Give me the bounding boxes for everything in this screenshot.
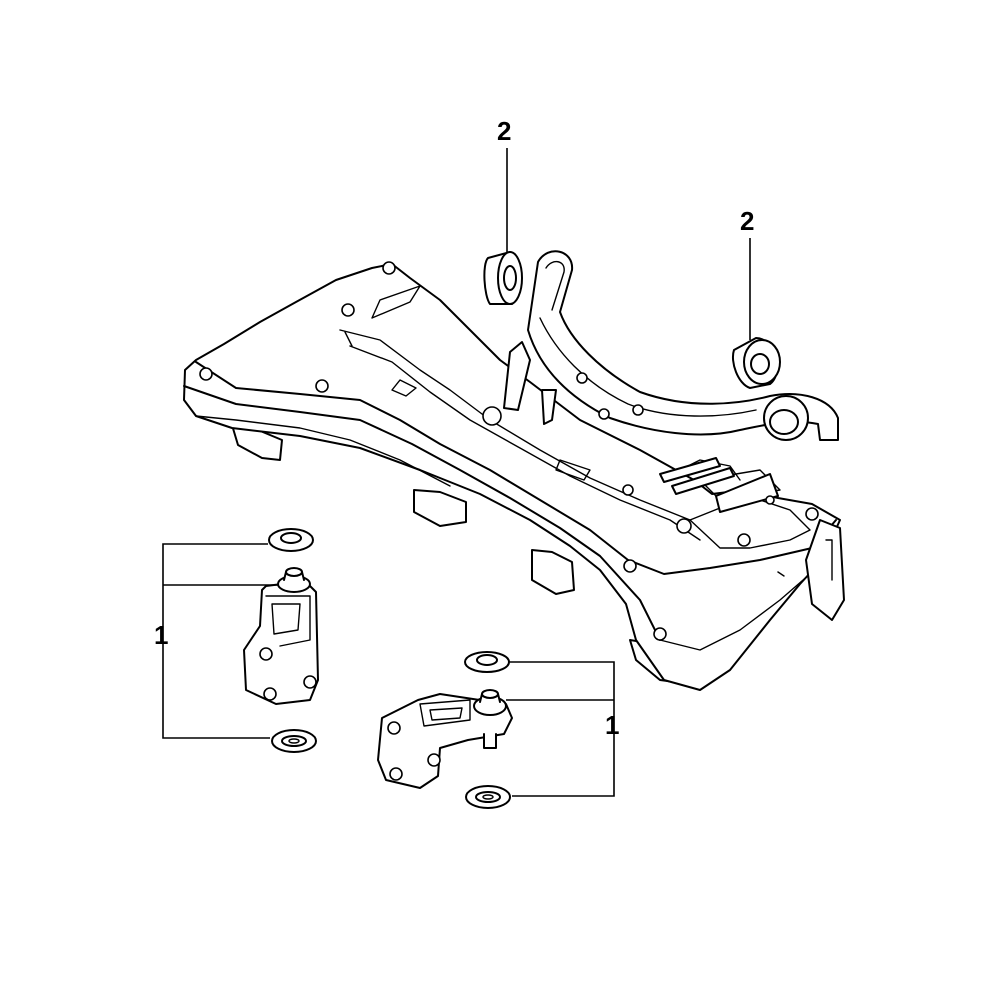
bushing-2-center [483,251,523,305]
trailing-arm [503,250,839,441]
subframe [183,261,845,691]
bushing-2-right [732,337,781,389]
leader-lines [162,148,751,797]
link-rods [659,457,779,513]
callout-label-2-center: 2 [497,116,512,146]
mount-assembly-right [377,651,513,809]
callout-label-1-right: 1 [605,710,620,740]
mount-assembly-left [243,528,319,753]
callout-label-2-right: 2 [740,206,755,236]
callout-label-1-left: 1 [154,620,169,650]
